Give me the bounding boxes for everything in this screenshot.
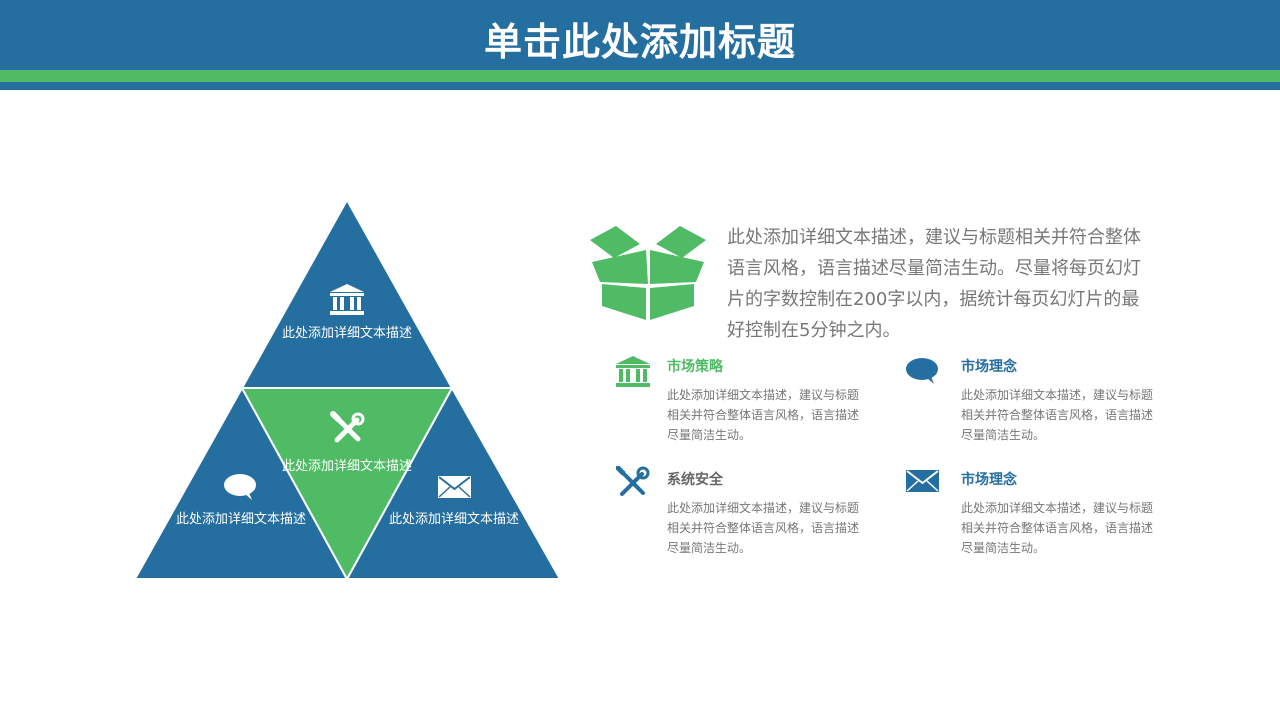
- pyramid-center-label: 此处添加详细文本描述: [282, 459, 413, 474]
- header-bottom-stripe: [0, 82, 1280, 90]
- header-accent-stripe: [0, 70, 1280, 82]
- pyramid-right-label: 此处添加详细文本描述: [389, 512, 520, 527]
- envelope-icon: [906, 470, 939, 492]
- page-title[interactable]: 单击此处添加标题: [483, 20, 796, 64]
- header-bar: [0, 0, 1280, 70]
- feature-desc-security: 此处添加详细文本描述，建议与标题相关并符合整体语言风格，语言描述尽量简洁生动。: [667, 501, 860, 555]
- tools-icon: [330, 411, 365, 443]
- feature-title-security: 系统安全: [667, 472, 723, 488]
- pyramid-center-triangle[interactable]: [240, 387, 454, 582]
- open-box-icon: [590, 226, 706, 320]
- feature-desc-philosophy: 此处添加详细文本描述，建议与标题相关并符合整体语言风格，语言描述尽量简洁生动。: [961, 388, 1154, 442]
- chat-bubble-icon: [224, 474, 256, 500]
- pyramid-left-label: 此处添加详细文本描述: [176, 512, 307, 527]
- bank-icon: [616, 356, 650, 387]
- chat-bubble-icon: [906, 358, 938, 384]
- feature-desc-philosophy-2: 此处添加详细文本描述，建议与标题相关并符合整体语言风格，语言描述尽量简洁生动。: [961, 501, 1154, 555]
- envelope-icon: [438, 476, 471, 498]
- feature-desc-strategy: 此处添加详细文本描述，建议与标题相关并符合整体语言风格，语言描述尽量简洁生动。: [667, 388, 860, 442]
- intro-description: 此处添加详细文本描述，建议与标题相关并符合整体语言风格，语言描述尽量简洁生动。尽…: [727, 227, 1141, 341]
- bank-icon: [330, 284, 364, 315]
- tools-icon: [616, 466, 650, 496]
- feature-title-philosophy-2: 市场理念: [961, 472, 1017, 488]
- pyramid-top-label: 此处添加详细文本描述: [282, 326, 413, 341]
- feature-title-philosophy: 市场理念: [961, 359, 1017, 375]
- feature-title-strategy: 市场策略: [667, 359, 723, 375]
